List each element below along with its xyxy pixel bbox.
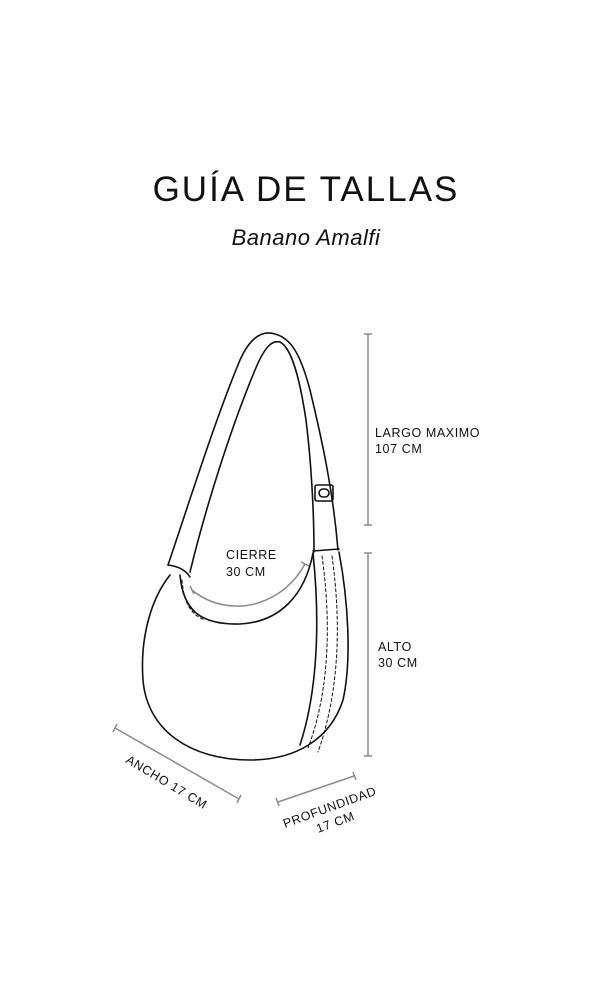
ancho-dimension-line <box>112 723 242 804</box>
product-name: Banano Amalfi <box>231 225 381 250</box>
strap-outer <box>167 332 339 566</box>
largo-label: LARGO MAXIMO <box>375 426 480 440</box>
alto-dimension-line <box>364 552 372 757</box>
profundidad-dimension-line <box>275 771 357 807</box>
page-title: GUÍA DE TALLAS <box>152 170 460 209</box>
alto-value: 30 CM <box>378 656 418 670</box>
buckle-icon <box>314 484 334 502</box>
strap-end-left <box>167 564 191 578</box>
largo-value: 107 CM <box>375 442 422 456</box>
gusset-edge <box>299 552 318 746</box>
ancho-label: ANCHO 17 CM <box>123 753 209 812</box>
strap-end-right <box>312 548 340 552</box>
bag-body <box>141 551 349 761</box>
cierre-label: CIERRE <box>226 548 277 562</box>
cierre-value: 30 CM <box>226 565 266 579</box>
alto-label: ALTO <box>378 640 412 654</box>
largo-dimension-line <box>364 333 372 526</box>
bag-opening <box>179 552 314 625</box>
strap-inner <box>189 340 315 573</box>
cierre-dimension-arc <box>189 561 310 607</box>
